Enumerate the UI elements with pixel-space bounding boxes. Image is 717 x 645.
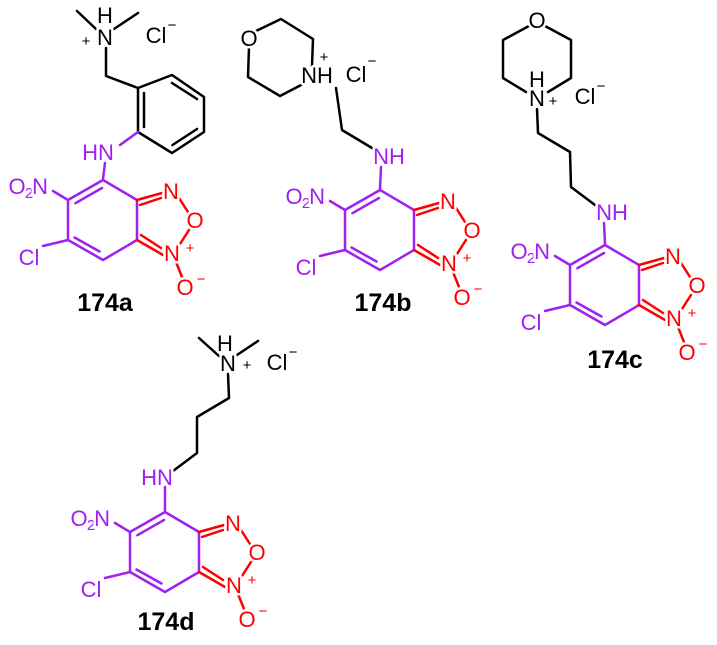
amine-and-phenyl-bonds (75, 9, 206, 155)
morpholinium-nh-label: NH (301, 63, 333, 88)
morpholine-and-chain-bonds (501, 24, 597, 207)
linker-nh-bonds (378, 165, 383, 191)
chloride-counterion-label: Cl (267, 350, 288, 375)
ammonium-n-label: N (97, 25, 113, 50)
compound-label-174c: 174c (587, 346, 643, 374)
morpholinium-h-label: H (529, 67, 545, 92)
ammonium-h-label: H (217, 331, 233, 356)
chloride-minus-charge: − (368, 53, 377, 70)
linker-nh-label: NH (596, 200, 628, 225)
chloride-minus-charge: − (597, 78, 606, 95)
ammonium-n-label: N (220, 351, 236, 376)
linker-nh-label: NH (373, 144, 405, 169)
molecule-174c: O H N + Cl − NH 174c (501, 6, 708, 377)
compound-label-174b: 174b (355, 289, 412, 317)
linker-nh-label: HN (82, 140, 114, 165)
molecule-174a: H N + Cl − HN 174a (8, 1, 206, 320)
morpholinium-plus-charge: + (549, 93, 558, 110)
linker-nh-bonds (602, 221, 607, 246)
chloride-minus-charge: − (168, 17, 177, 34)
benzofurazan-core (8, 174, 205, 300)
chloride-counterion-label: Cl (346, 62, 367, 87)
chloride-counterion-label: Cl (575, 84, 596, 109)
ammonium-plus-charge: + (243, 357, 252, 374)
morpholine-o-label: O (528, 8, 545, 33)
ammonium-h-label: H (97, 3, 113, 28)
molecule-174b: O NH + Cl − NH 174b (238, 17, 482, 320)
compound-label-174d: 174d (138, 608, 195, 636)
compound-label-174a: 174a (77, 289, 134, 317)
chloride-minus-charge: − (289, 344, 298, 361)
chloride-counterion-label: Cl (146, 23, 167, 48)
linker-nh-bonds (101, 130, 140, 181)
morpholinium-plus-charge: + (320, 49, 329, 66)
morpholinium-n-label: N (529, 86, 545, 111)
linker-nh-label: HN (141, 465, 173, 490)
morpholine-o-label: O (240, 26, 257, 51)
amine-and-chain-bonds (171, 336, 260, 473)
ammonium-plus-charge: + (82, 33, 91, 50)
molecule-174d: H N + Cl − HN 174d (70, 329, 299, 639)
morpholine-and-chain-bonds (246, 17, 374, 150)
